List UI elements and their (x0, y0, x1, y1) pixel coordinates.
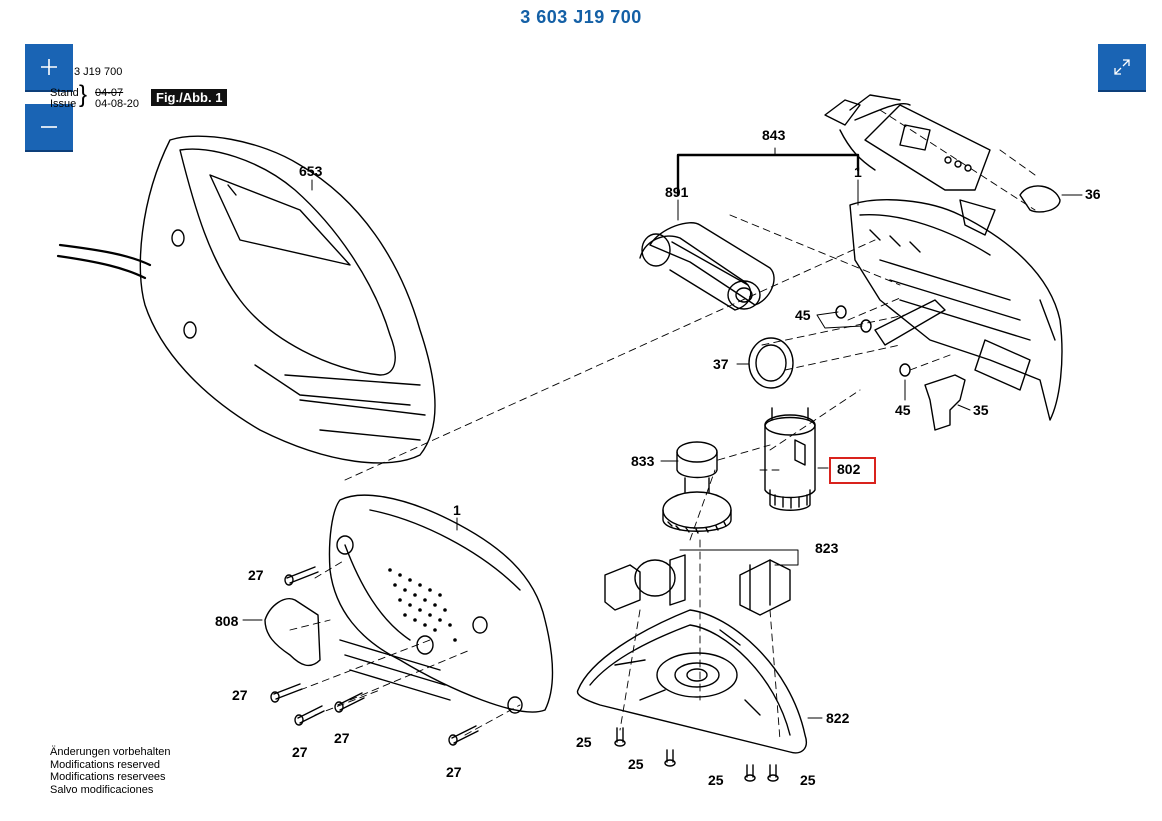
part-label-45-b[interactable]: 45 (895, 402, 911, 418)
zoom-in-button[interactable] (25, 44, 73, 92)
part-label-823[interactable]: 823 (815, 540, 839, 556)
part-label-1-left[interactable]: 1 (453, 502, 461, 518)
fit-to-screen-button[interactable] (1098, 44, 1146, 92)
figure-badge: Fig./Abb. 1 (151, 89, 228, 106)
part-label-25-c[interactable]: 25 (708, 772, 724, 788)
grip-pad-808 (264, 598, 321, 667)
part-label-833[interactable]: 833 (631, 453, 655, 469)
minus-icon (41, 126, 57, 128)
charger-base-653 (56, 135, 436, 464)
group-bracket-843 (676, 153, 860, 197)
part-label-37[interactable]: 37 (713, 356, 729, 372)
assembly-lines (289, 109, 1036, 741)
plus-icon (41, 59, 57, 75)
part-label-35[interactable]: 35 (973, 402, 989, 418)
part-label-25-a[interactable]: 25 (576, 734, 592, 750)
part-label-653[interactable]: 653 (299, 163, 323, 179)
issue-label: Issue (50, 98, 77, 110)
holders-823 (604, 554, 791, 616)
part-label-36[interactable]: 36 (1085, 186, 1101, 202)
part-label-822[interactable]: 822 (826, 710, 850, 726)
part-label-25-b[interactable]: 25 (628, 756, 644, 772)
housing-right-1 (849, 199, 1063, 421)
stand-label: Stand (50, 87, 79, 99)
leader-823 (679, 549, 799, 566)
part-label-27-e[interactable]: 27 (446, 764, 462, 780)
cap-36 (1019, 185, 1061, 213)
gear-833 (662, 441, 732, 534)
sheet-number: 3 J19 700 (74, 66, 123, 78)
pins-45 (835, 305, 911, 377)
part-label-27-d[interactable]: 27 (334, 730, 350, 746)
screws-25 (614, 727, 779, 782)
screws-27 (270, 566, 479, 746)
highlight-box-802[interactable] (829, 457, 876, 484)
brace: } (79, 81, 88, 108)
note-en: Modifications reserved (50, 758, 161, 771)
zoom-out-button[interactable] (25, 104, 73, 152)
part-label-27-c[interactable]: 27 (292, 744, 308, 760)
part-label-891[interactable]: 891 (665, 184, 689, 200)
motor-802 (764, 407, 816, 511)
part-label-45-a[interactable]: 45 (795, 307, 811, 323)
part-label-27-a[interactable]: 27 (248, 567, 264, 583)
leader-lines (242, 179, 1083, 719)
page-title: 3 603 J19 700 (520, 7, 642, 27)
part-label-27-b[interactable]: 27 (232, 687, 248, 703)
part-label-25-d[interactable]: 25 (800, 772, 816, 788)
part-label-808[interactable]: 808 (215, 613, 239, 629)
battery-pack-891 (639, 222, 775, 311)
old-date: 04-07 (95, 87, 124, 99)
note-de: Änderungen vorbehalten (50, 746, 171, 758)
latch-35 (924, 374, 966, 431)
modification-notes: Änderungen vorbehalten Modifications res… (50, 746, 170, 796)
part-label-1-top[interactable]: 1 (854, 164, 862, 180)
part-label-802[interactable]: 802 (837, 461, 861, 477)
note-es: Salvo modificaciones (50, 783, 154, 796)
ring-37 (748, 337, 794, 389)
housing-left-1 (328, 494, 554, 714)
switch-board-843 (824, 94, 996, 236)
note-fr: Modifications reservees (50, 771, 166, 783)
part-label-843[interactable]: 843 (762, 127, 786, 143)
collapse-arrows-icon (1114, 59, 1130, 75)
base-plate-822 (576, 609, 807, 754)
issue-date: 04-08-20 (95, 98, 140, 110)
